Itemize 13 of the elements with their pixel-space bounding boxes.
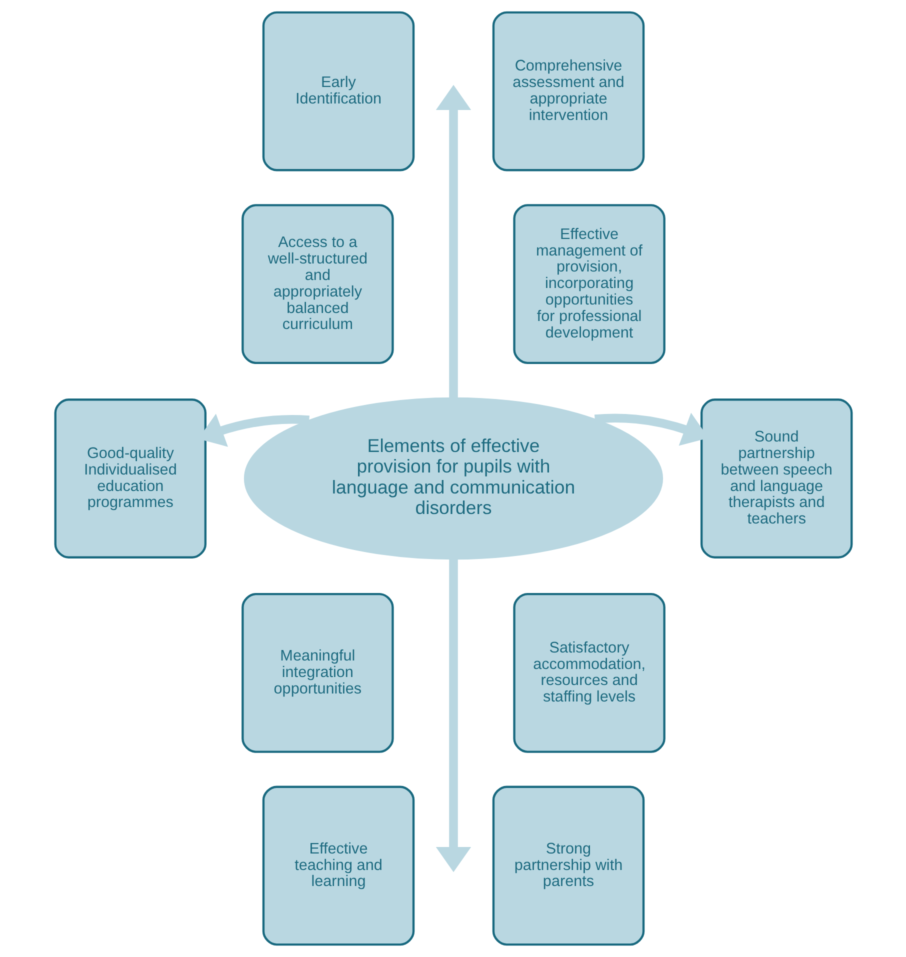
arrow	[435, 559, 471, 872]
node-box: Satisfactory accommodation, resources and staffing levels	[512, 593, 665, 753]
node-box: Effective management of provision, incorporating opportunities for professional development	[512, 204, 665, 364]
node-box: Meaningful integration opportunities	[241, 593, 394, 753]
node-box: Strong partnership with parents	[492, 786, 644, 946]
node-box: Sound partnership between speech and language therapists and teachers	[700, 398, 852, 558]
node-ellipse: Elements of effective provision for pupils with language and communication disorders	[243, 397, 663, 560]
arrow	[435, 84, 471, 398]
node-box: Access to a well-structured and appropriately balanced curriculum	[241, 204, 394, 364]
node-box: Effective teaching and learning	[262, 786, 414, 946]
node-box: Good-quality Individualised education programmes	[54, 398, 206, 558]
node-box: Early Identification	[262, 11, 414, 172]
node-box: Comprehensive assessment and appropriate intervention	[492, 11, 644, 172]
